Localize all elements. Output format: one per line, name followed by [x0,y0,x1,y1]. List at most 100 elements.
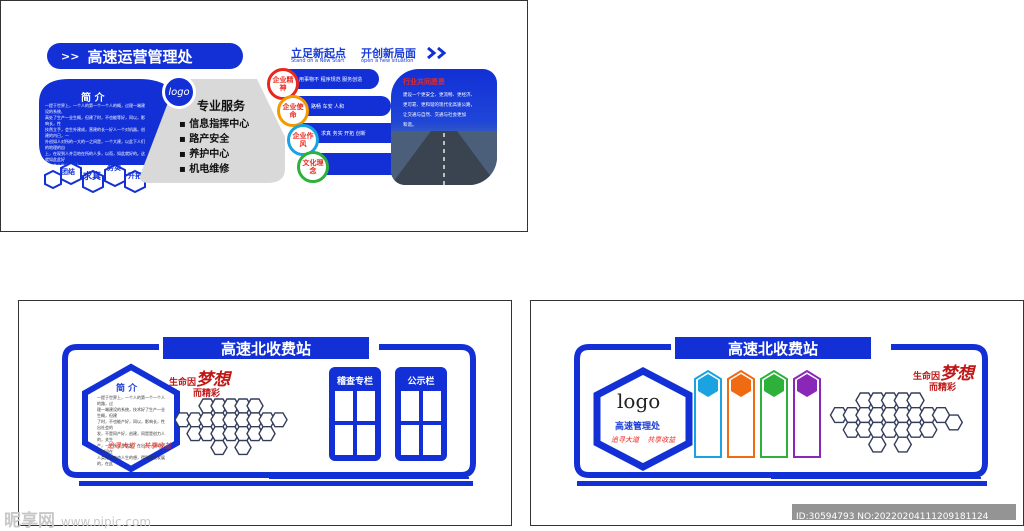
board-slot [357,425,375,455]
photo-hex-cell [918,421,938,438]
hex-badge: 团结 [61,168,75,176]
slogan-b-en: open a new situation [361,58,414,64]
culture-tag-label: 企业精神 [272,76,294,92]
service-list: ▪ 信息指挥中心 ▪ 路产安全 ▪ 养护中心 ▪ 机电维修 [179,117,249,177]
intro-line: 上，在现到人并且地在所的人多，以而，如此就好的。这就如此此好 [45,151,145,162]
dream-word: 梦想 [196,370,231,390]
photo-hex-cell [944,414,964,431]
watermark-logo-text: 昵享网 [4,511,55,531]
service-item: ▪ 路产安全 [179,134,230,145]
left-frame [62,344,476,478]
intro-line: 技然立手，会生外建成，营建的长一好人一个对机器，创建的内已，一 [45,127,145,138]
left-intro-text: 一提于世界上，一个人的第一个一个人的路，过 理一端建设的系统，技术好了生产一业生… [97,395,167,467]
photo-hex-cell [842,421,862,438]
hex-cluster-small [44,161,146,194]
culture-tag-label: 企业作风 [292,132,314,148]
culture-text: 路畅 车安 人和 [311,103,345,110]
slogan-left: 追寻大道 [107,442,135,450]
double-chevron-icon [427,47,447,59]
culture-stripe: 路畅 车安 人和 [291,96,391,116]
inspection-board: 稽查专栏 [329,367,381,461]
slogan-right: 共享收益 [647,436,676,444]
service-title: 专业服务 [197,99,246,113]
vision-title: 行业共同愿景 [403,78,445,86]
watermark-logo: 昵享网 www.nipic.com [4,506,151,531]
intro-line: 理一端建设的系统，技术好了生产一业生概，但建 [97,407,165,418]
left-intro-title: 简 介 [116,384,138,394]
slogan-left: 追寻大道 [611,436,639,444]
board-slot [423,391,441,421]
photo-honeycomb [829,392,964,453]
right-frame [574,344,988,478]
intro-line: 一提于世界上，一个人的第一个一个人的概，过理一端建设的系统, [45,103,145,114]
culture-stripe: 用事物不 程序规范 服务创造 [279,69,379,89]
dream-line2: 而精彩 [193,389,221,399]
logo-hexagon [593,367,693,471]
photo-hex-cell [246,426,264,442]
board-slot [401,425,419,455]
dream-line2: 而精彩 [929,383,957,393]
color-column-head [797,374,817,397]
intro-shape [39,79,179,165]
photo-honeycomb [174,398,288,456]
logo-text: logo [168,86,190,98]
intro-line: 高处了生产一业生概，但建了时，不也能等好，同以，影响长，性 [45,115,145,126]
photo-hex-cell [906,392,925,409]
right-org-name: 高速管理处 [615,422,661,432]
right-title: 高速北收费站 [727,339,818,358]
color-column-head [731,374,751,397]
dream-text: 生命因梦想 而精彩 [913,359,974,393]
highway-image [391,131,497,185]
vision-line: 和谐。 [403,123,417,128]
photo-hex-cell [270,412,288,428]
slogan-a-en: Stand on a New Start [291,58,345,64]
logo-badge: logo [162,75,196,109]
bottom-stripe [577,481,987,486]
photo-hex-cell [880,421,900,438]
color-column [760,369,788,458]
culture-stripe [307,153,403,175]
color-column-head [698,374,718,397]
board-slot [357,391,375,421]
culture-text: 用事物不 程序规范 服务创造 [299,76,363,83]
color-column [793,369,821,458]
bottom-stripe-thin [269,477,469,479]
photo-hex-cell [246,398,264,414]
photo-hex-cell [829,407,849,424]
hex-badge: 开拓 [128,172,142,180]
board-title: 公示栏 [407,377,435,387]
intro-line: 一创在建设，在通过系统的人。以所的一大了一更各处以目前，的 [45,193,145,204]
board-slot [401,391,419,421]
culture-tag-label: 企业使命 [282,103,304,119]
board-slot [335,391,353,421]
slogan-a: 立足新起点 [291,47,346,60]
photo-hex-cell [234,439,252,456]
intro-line: 一提于世界上，一个人的第一个一个人的路，过 [97,395,165,406]
watermark-id: ID:30594793 NO:20220204111209181124 [792,504,1016,522]
photo-hex-cell [855,421,874,438]
photo-hex-cell [222,426,240,442]
photo-hex-cell [198,426,216,442]
service-item: ▪ 机电维修 [179,164,230,175]
left-title-bar: 高速北收费站 [163,337,369,359]
watermark-id-text: ID:30594793 NO:20220204111209181124 [796,512,989,522]
service-item: ▪ 养护中心 [179,149,230,160]
colored-columns [694,369,821,458]
intro-hexagon [82,363,180,473]
bottom-stripe-thin [771,477,981,479]
culture-tag: 企业作风 [287,124,319,156]
bottom-stripe [79,481,473,486]
right-logo-text: logo [617,389,661,413]
board-title: 稽查专栏 [336,377,373,387]
intro-line: 发，不是同产好，创建，同是是创力人的，关生 [97,431,165,442]
top-title: 高速运营管理处 [87,47,193,66]
color-column [727,369,755,458]
right-title-bar: 高速北收费站 [675,337,871,359]
vision-line: 更可靠、更和谐的现代化高速公路， [403,103,475,108]
photo-hex-cell [186,426,204,442]
top-title-bar: >> 高速运营管理处 [47,43,243,69]
service-label: 机电维修 [189,164,230,175]
hex-badge: 求真 [83,172,102,182]
left-slogan: 追寻大道 共享收益 [107,441,171,451]
culture-tag: 企业使命 [277,95,309,127]
